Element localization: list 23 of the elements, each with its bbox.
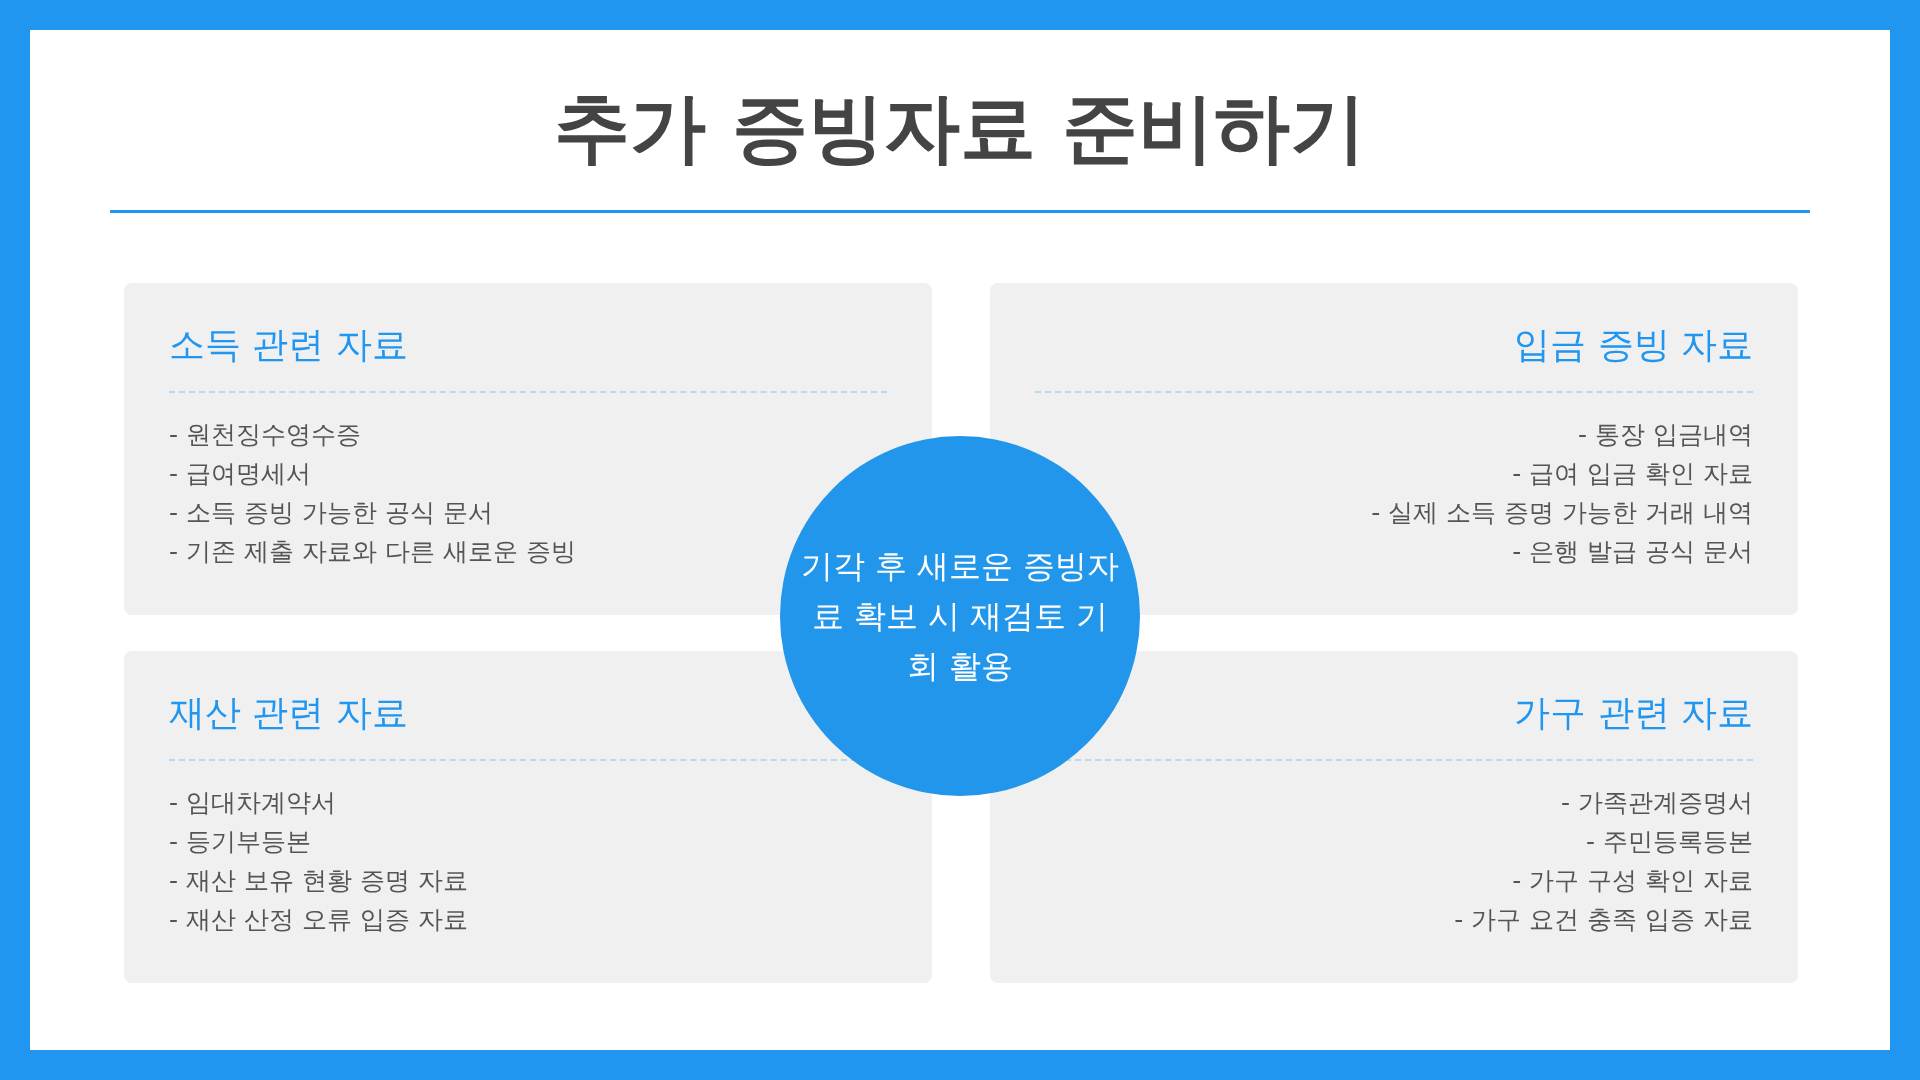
list-item: - 기존 제출 자료와 다른 새로운 증빙: [169, 536, 576, 568]
list-item: - 임대차계약서: [169, 787, 336, 819]
card-heading: 재산 관련 자료: [169, 691, 408, 735]
title: 추가 증빙자료 준비하기: [552, 82, 1368, 174]
info-card: [124, 651, 932, 983]
list-item: - 재산 보유 현황 증명 자료: [169, 865, 468, 897]
card-heading: 소득 관련 자료: [169, 323, 408, 367]
list-item: - 소득 증빙 가능한 공식 문서: [169, 497, 493, 529]
list-item: - 재산 산정 오류 입증 자료: [169, 904, 468, 936]
list-item: - 은행 발급 공식 문서: [1512, 536, 1753, 568]
list-item: - 통장 입금내역: [1578, 419, 1753, 451]
list-item: - 급여 입금 확인 자료: [1512, 458, 1753, 490]
list-item: - 가구 구성 확인 자료: [1512, 865, 1753, 897]
list-item: - 원천징수영수증: [169, 419, 361, 451]
list-item: - 급여명세서: [169, 458, 311, 490]
list-item: - 가구 요건 충족 입증 자료: [1454, 904, 1753, 936]
list-item: - 등기부등본: [169, 826, 311, 858]
list-item: - 가족관계증명서: [1561, 787, 1753, 819]
card-heading: 입금 증빙 자료: [1514, 323, 1753, 367]
list-item: - 주민등록등본: [1586, 826, 1753, 858]
list-item: - 실제 소득 증명 가능한 거래 내역: [1371, 497, 1753, 529]
card-heading: 가구 관련 자료: [1514, 691, 1753, 735]
circle-text: 기각 후 새로운 증빙자료 확보 시 재검토 기회 활용: [800, 546, 1120, 687]
